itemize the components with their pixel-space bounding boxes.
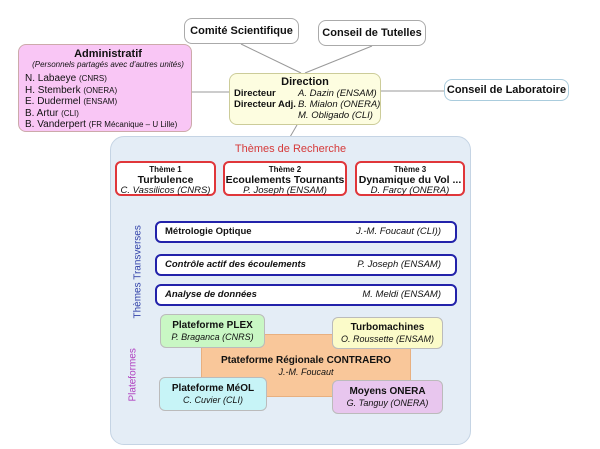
contraero-name: Ptateforme Régionale CONTRAERO (220, 355, 392, 366)
plex-box: Plateforme PLEX P. Braganca (CNRS) (160, 314, 265, 348)
theme-person: D. Farcy (ONERA) (370, 185, 450, 196)
meol-box: Plateforme MéOL C. Cuvier (CLI) (159, 377, 267, 411)
transverse-person: P. Joseph (ENSAM) (357, 259, 441, 270)
admin-member: B. Vanderpert (FR Mécanique – U Lille) (25, 119, 178, 130)
admin-member: B. Artur (CLI) (25, 107, 79, 119)
turbomachines-box: Turbomachines O. Roussette (ENSAM) (332, 317, 443, 349)
turbomachines-name: Turbomachines (350, 322, 425, 333)
theme-number: Thème 1 (149, 165, 182, 174)
theme-name: Ecoulements Tournants (225, 174, 345, 186)
meol-name: Plateforme MéOL (171, 383, 255, 394)
transverse-analyse: Analyse de données M. Meldi (ENSAM) (155, 284, 457, 306)
theme-number: Thème 2 (268, 165, 302, 174)
plex-person: P. Braganca (CNRS) (171, 332, 254, 342)
plex-name: Plateforme PLEX (172, 320, 253, 331)
directeur-label: Directeur (234, 88, 276, 99)
direction-title: Direction (281, 76, 329, 88)
theme-name: Turbulence (137, 174, 194, 186)
conseil-tutelles-box: Conseil de Tutelles (318, 20, 426, 46)
conseil-tutelles-label: Conseil de Tutelles (322, 27, 422, 39)
meol-person: C. Cuvier (CLI) (182, 395, 243, 405)
conseil-laboratoire-label: Conseil de Laboratoire (446, 84, 567, 96)
theme-number: Thème 3 (393, 165, 427, 174)
direction-box: Direction Directeur A. Dazin (ENSAM) Dire… (229, 73, 381, 125)
theme-1-box: Thème 1 Turbulence C. Vassilicos (CNRS) (115, 161, 216, 196)
turbomachines-person: O. Roussette (ENSAM) (340, 334, 435, 344)
adjoint2-name: M. Obligado (CLI) (298, 110, 373, 121)
conseil-laboratoire-box: Conseil de Laboratoire (444, 79, 569, 101)
administratif-subtitle: (Personnels partagés avec d'autres unité… (32, 60, 184, 69)
transverse-metrologie: Métrologie Optique J.-M. Foucaut (CLI)) (155, 221, 457, 243)
transverse-name: Métrologie Optique (165, 226, 252, 237)
theme-2-box: Thème 2 Ecoulements Tournants P. Joseph … (223, 161, 347, 196)
moyens-onera-box: Moyens ONERA G. Tanguy (ONERA) (332, 380, 443, 414)
admin-member: N. Labaeye (CNRS) (25, 73, 107, 84)
transverse-name: Contrôle actif des écoulements (165, 259, 306, 270)
administratif-box: Administratif (Personnels partagés avec … (18, 44, 192, 132)
admin-member: E. Dudermel (ENSAM) (25, 96, 118, 107)
comite-scientifique-box: Comité Scientifique (184, 18, 299, 44)
theme-name: Dynamique du Vol ... (358, 174, 462, 186)
administratif-title: Administratif (74, 48, 142, 60)
admin-member: H. Stemberk (ONERA) (25, 84, 118, 96)
themes-title: Thèmes de Recherche (234, 143, 347, 155)
directeur-name: A. Dazin (ENSAM) (298, 88, 377, 99)
moyens-onera-person: G. Tanguy (ONERA) (346, 398, 429, 408)
transverse-person: J.-M. Foucaut (CLI)) (356, 226, 441, 237)
theme-person: C. Vassilicos (CNRS) (120, 185, 211, 196)
comite-scientifique-label: Comité Scientifique (190, 25, 293, 37)
plateformes-label: Plateformes (127, 348, 139, 402)
contraero-person: J.-M. Foucaut (278, 367, 334, 377)
adjoint-name: B. Mialon (ONERA) (298, 99, 381, 110)
transverse-controle: Contrôle actif des écoulements P. Joseph… (155, 254, 457, 276)
theme-person: P. Joseph (ENSAM) (243, 185, 327, 196)
theme-3-box: Thème 3 Dynamique du Vol ... D. Farcy (O… (355, 161, 465, 196)
adjoint-label: Directeur Adj. (234, 99, 296, 110)
transverse-name: Analyse de données (165, 289, 257, 300)
transverse-person: M. Meldi (ENSAM) (362, 289, 441, 300)
transverses-label: Thèmes Transverses (132, 225, 144, 319)
moyens-onera-name: Moyens ONERA (349, 386, 426, 397)
